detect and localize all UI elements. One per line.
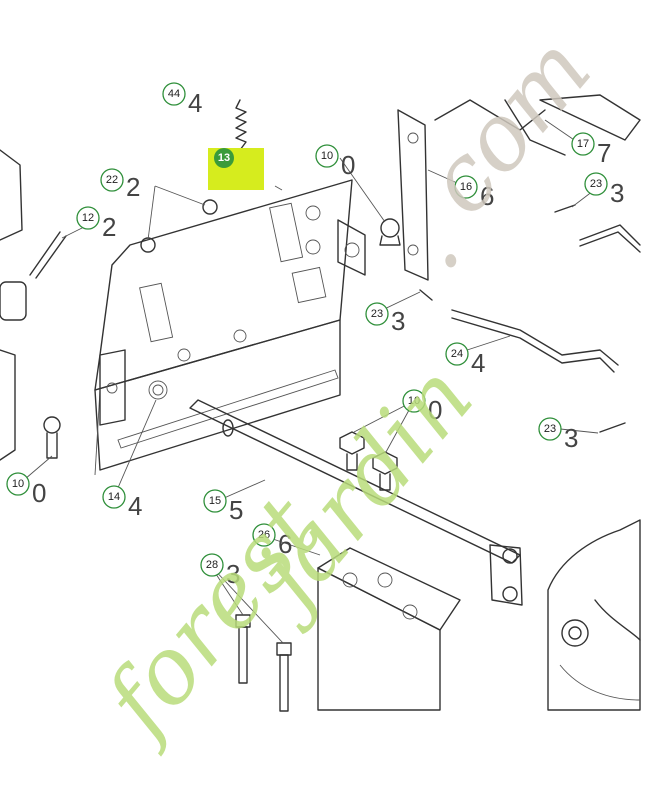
svg-text:17: 17 — [577, 138, 589, 150]
svg-text:28: 28 — [206, 559, 218, 571]
callout-text-44: 4 — [188, 88, 202, 118]
callout-text-23-low: 3 — [564, 423, 578, 453]
callout-23-mid[interactable]: 23 — [365, 302, 389, 326]
svg-text:23: 23 — [590, 178, 602, 190]
watermark: forest jardin . com — [81, 17, 612, 759]
callout-text-23-mid: 3 — [391, 306, 405, 336]
callout-17[interactable]: 17 — [571, 132, 595, 156]
callout-10-top[interactable]: 10 — [315, 144, 339, 168]
svg-text:16: 16 — [460, 181, 472, 193]
upper-right-parts — [379, 94, 641, 281]
callout-10-mid[interactable]: 10 — [402, 389, 426, 413]
callout-23-right[interactable]: 23 — [584, 172, 608, 196]
callout-text-17: 7 — [597, 138, 611, 168]
callout-text-28: 3 — [226, 559, 240, 589]
callout-text-15: 5 — [229, 495, 243, 525]
callout-text-12: 2 — [102, 212, 116, 242]
svg-text:10: 10 — [12, 478, 24, 490]
callout-26[interactable]: 26 — [252, 523, 276, 547]
callout-24[interactable]: 24 — [445, 342, 469, 366]
callout-text-23-right: 3 — [610, 178, 624, 208]
bolts — [339, 431, 398, 491]
callout-text-10-top: 0 — [341, 150, 355, 180]
svg-text:12: 12 — [82, 212, 94, 224]
svg-text:44: 44 — [168, 88, 180, 100]
callout-12[interactable]: 12 — [76, 206, 100, 230]
callout-14[interactable]: 14 — [102, 485, 126, 509]
svg-text:14: 14 — [108, 491, 120, 503]
highlight-label: 13 — [218, 152, 230, 164]
svg-text:24: 24 — [451, 348, 463, 360]
callout-28[interactable]: 28 — [200, 553, 224, 577]
rod — [451, 309, 619, 373]
lower-bracket — [317, 544, 523, 711]
motor-housing — [547, 519, 641, 711]
callout-text-22: 2 — [126, 172, 140, 202]
pins — [419, 204, 641, 433]
callout-10-left[interactable]: 10 — [6, 472, 30, 496]
long-bolts — [235, 614, 292, 712]
callout-44[interactable]: 44 — [162, 82, 186, 106]
left-parts — [0, 149, 218, 461]
svg-text:15: 15 — [209, 495, 221, 507]
callout-text-26: 6 — [278, 529, 292, 559]
callout-text-10-left: 0 — [32, 478, 46, 508]
mounting-plate — [94, 179, 366, 476]
callout-text-14: 4 — [128, 491, 142, 521]
svg-text:23: 23 — [371, 308, 383, 320]
callout-22[interactable]: 22 — [100, 168, 124, 192]
spring — [235, 99, 247, 151]
svg-text:23: 23 — [544, 423, 556, 435]
svg-text:10: 10 — [408, 395, 420, 407]
callout-text-24: 4 — [471, 348, 485, 378]
callout-23-low[interactable]: 23 — [538, 417, 562, 441]
watermark-com: com — [405, 17, 612, 235]
callout-text-16: 6 — [480, 181, 494, 211]
callout-16[interactable]: 16 — [454, 175, 478, 199]
svg-text:26: 26 — [258, 529, 270, 541]
callout-text-10-mid: 0 — [428, 395, 442, 425]
svg-text:10: 10 — [321, 150, 333, 162]
highlight-part-13: 13 — [208, 148, 264, 190]
callout-15[interactable]: 15 — [203, 489, 227, 513]
svg-text:22: 22 — [106, 174, 118, 186]
callout-badges: 22 2 12 2 10 0 16 6 17 7 23 3 23 3 24 4 — [6, 82, 624, 589]
